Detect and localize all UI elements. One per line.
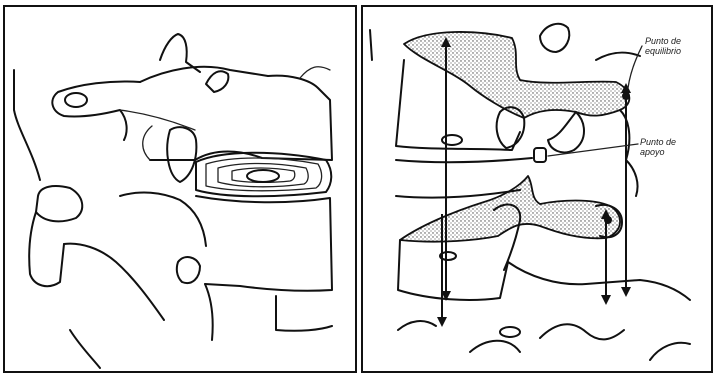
right-bottom-oval [500,327,520,337]
left-panel [4,6,356,372]
lower-transverse-process [36,186,82,221]
upper-laminar-line [120,110,195,160]
right-panel-frame [362,6,712,372]
right-lower-body [398,240,508,300]
lower-lamina-curve [29,212,64,286]
lower-point-marker [604,216,612,224]
right-upper-articular [548,112,584,152]
lower-articular-process [177,257,200,283]
facet-joint [167,127,196,182]
upper-body-edge [300,67,330,78]
right-lower-process [508,262,690,300]
upper-pedicle-notch [206,71,228,92]
right-spinous-upper [620,110,638,196]
upper-facet-oval [65,93,87,107]
right-disc-upper-line [396,158,532,162]
support-leader [548,144,638,156]
lower-pedicle [120,193,206,246]
equilibrium-point-marker [622,92,630,100]
right-spinous-tip [540,24,569,52]
right-panel [362,6,712,372]
support-point-joint [534,148,546,162]
lower-vertebral-body [196,196,332,291]
upper-load-region [404,32,629,118]
right-bottom-curves [398,321,690,360]
lower-load-region [400,176,620,242]
upper-vertebral-body [140,67,332,160]
